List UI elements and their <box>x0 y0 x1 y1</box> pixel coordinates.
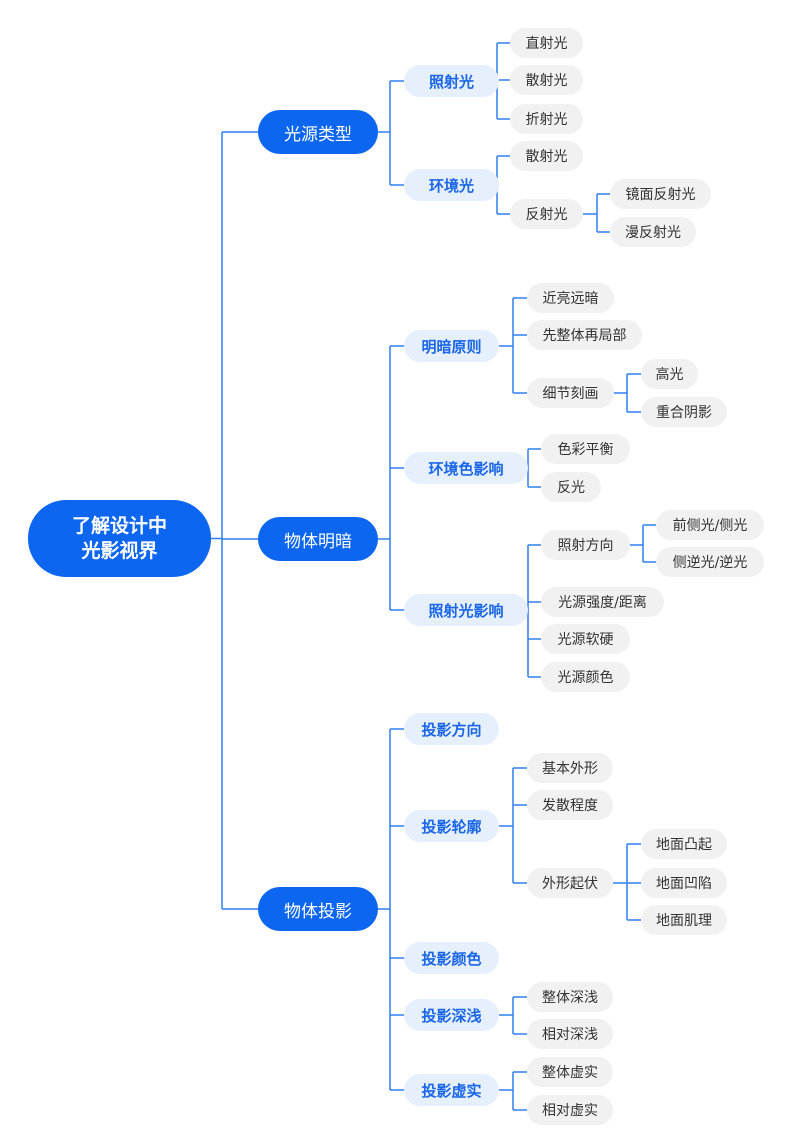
node-basic-shape[interactable]: 基本外形 <box>527 753 613 783</box>
node-highlight[interactable]: 高光 <box>641 359 698 389</box>
node-near-bright-far-dark[interactable]: 近亮远暗 <box>527 283 614 313</box>
node-front-side-light[interactable]: 前侧光/侧光 <box>656 510 764 540</box>
node-shape-relief[interactable]: 外形起伏 <box>527 868 613 898</box>
node-overall-depth[interactable]: 整体深浅 <box>527 982 613 1012</box>
root-title-line1: 了解设计中 <box>71 514 167 537</box>
node-refracted-light[interactable]: 折射光 <box>510 104 583 134</box>
node-reflected-glow[interactable]: 反光 <box>541 472 601 502</box>
node-ambient-light[interactable]: 环境光 <box>404 169 499 201</box>
node-direct-light[interactable]: 直射光 <box>510 28 583 58</box>
node-color-balance[interactable]: 色彩平衡 <box>541 434 630 464</box>
node-reflected-light[interactable]: 反射光 <box>510 199 583 229</box>
node-specular-reflection[interactable]: 镜面反射光 <box>610 179 711 209</box>
node-shading-principles[interactable]: 明暗原则 <box>404 330 499 362</box>
node-ground-texture[interactable]: 地面肌理 <box>641 905 727 935</box>
node-shadow-depth[interactable]: 投影深浅 <box>404 999 499 1031</box>
node-illumination-influence[interactable]: 照射光影响 <box>404 594 528 626</box>
node-shadow-sharpness[interactable]: 投影虚实 <box>404 1074 499 1106</box>
node-shadow-color[interactable]: 投影颜色 <box>404 942 499 974</box>
node-whole-then-part[interactable]: 先整体再局部 <box>527 320 642 350</box>
node-diffuse-light[interactable]: 散射光 <box>510 65 583 95</box>
node-shadow-outline[interactable]: 投影轮廓 <box>404 810 499 842</box>
node-overall-sharpness[interactable]: 整体虚实 <box>527 1057 613 1087</box>
node-ground-bump[interactable]: 地面凸起 <box>641 829 727 859</box>
node-light-intensity-distance[interactable]: 光源强度/距离 <box>541 587 664 617</box>
node-object-shadow[interactable]: 物体投影 <box>258 887 378 931</box>
node-light-direction[interactable]: 照射方向 <box>541 530 630 560</box>
node-light-source-types[interactable]: 光源类型 <box>258 110 378 154</box>
root-node[interactable]: 了解设计中 光影视界 <box>28 500 211 577</box>
node-back-side-light[interactable]: 侧逆光/逆光 <box>656 547 764 577</box>
node-light-color[interactable]: 光源颜色 <box>541 662 630 692</box>
node-detail-rendering[interactable]: 细节刻画 <box>527 378 614 408</box>
node-illumination-light[interactable]: 照射光 <box>404 65 499 97</box>
root-title-line2: 光影视界 <box>81 539 158 562</box>
node-spread-degree[interactable]: 发散程度 <box>527 790 613 820</box>
node-light-softness[interactable]: 光源软硬 <box>541 624 630 654</box>
node-overlap-shadow[interactable]: 重合阴影 <box>641 397 727 427</box>
node-ambient-diffuse-light[interactable]: 散射光 <box>510 141 583 171</box>
node-relative-sharpness[interactable]: 相对虚实 <box>527 1095 613 1125</box>
node-object-shading[interactable]: 物体明暗 <box>258 517 378 561</box>
node-ground-dent[interactable]: 地面凹陷 <box>641 868 727 898</box>
node-ambient-color-influence[interactable]: 环境色影响 <box>404 452 528 484</box>
node-relative-depth[interactable]: 相对深浅 <box>527 1019 613 1049</box>
node-diffuse-reflection[interactable]: 漫反射光 <box>610 217 696 247</box>
node-shadow-direction[interactable]: 投影方向 <box>404 713 499 745</box>
